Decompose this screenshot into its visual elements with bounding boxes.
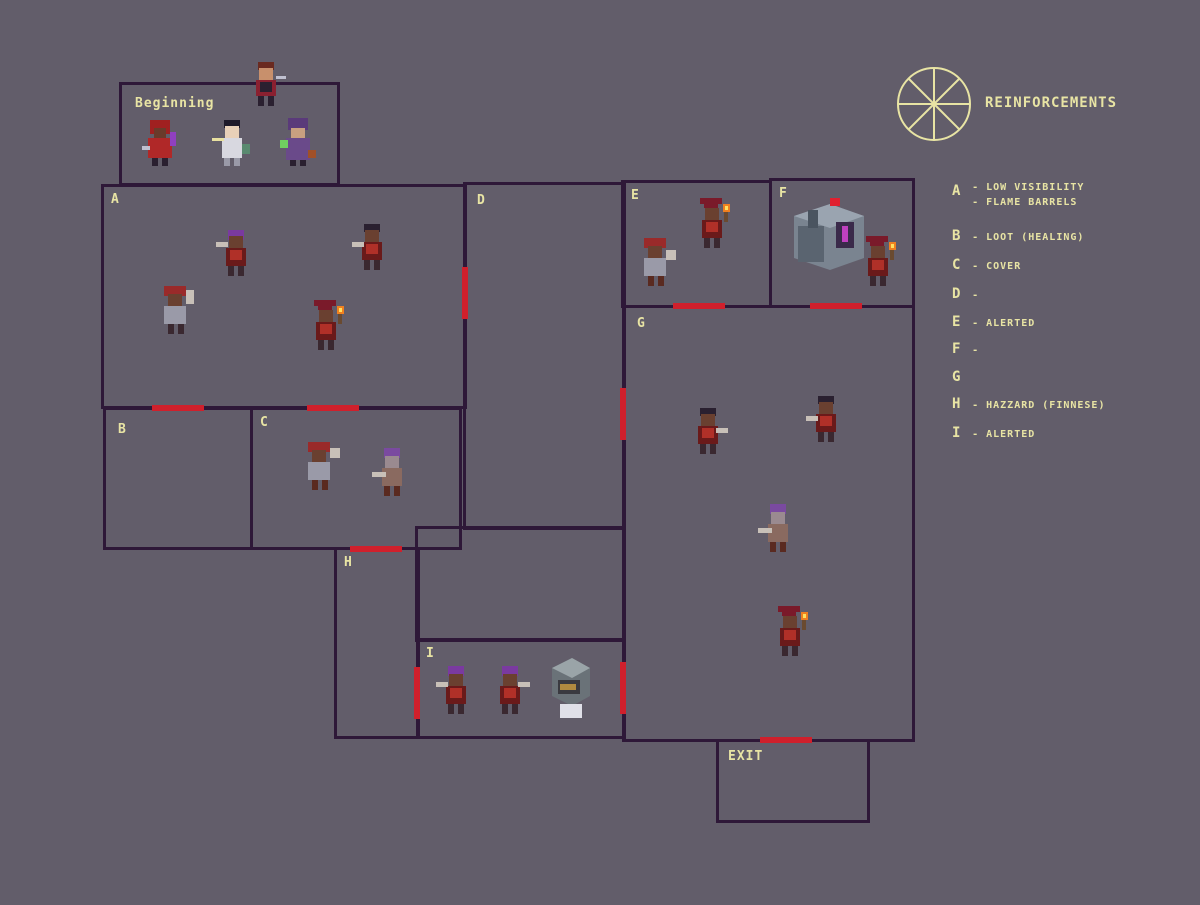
door-f-g[interactable] [810,303,862,309]
thug-club-sprite-icon [300,440,340,492]
hero-sprite-icon [212,116,252,168]
reinforcements-title: REINFORCEMENTS [985,95,1117,111]
legend-letter: B [952,228,960,244]
thug-club-sprite[interactable] [688,404,728,456]
thug-club-sprite[interactable] [806,392,846,444]
room-exit-label: EXIT [728,749,763,764]
legend-text: - ALERTED [972,429,1035,440]
thug-club-sprite[interactable] [436,664,476,716]
thug-club-sprite[interactable] [216,226,256,278]
legend-letter: I [952,425,960,441]
hero-sprite-icon [140,116,180,168]
legend-item-b: B - LOOT (HEALING) [952,225,1084,244]
thug-club-sprite-icon [490,664,530,716]
legend-text: - [972,345,979,356]
legend-item-h: H - HAZZARD (FINNESE) [952,393,1105,412]
room-i-label: I [426,646,435,661]
legend-item-f: F - [952,338,979,357]
door-e-g[interactable] [673,303,725,309]
legend-text: - COVER [972,261,1021,272]
thug-club-sprite[interactable] [352,220,392,272]
thug-club-sprite-icon [758,502,798,554]
reinforcement-clock-icon [896,66,972,142]
machine-prop[interactable] [790,196,868,270]
legend-item-c: C - COVER [952,254,1021,273]
legend-letter: G [952,369,960,385]
legend-letter: H [952,396,960,412]
room-f-label: F [779,186,788,201]
room-beginning-label: Beginning [135,96,214,111]
legend-letter: D [952,286,960,302]
legend-item-g: G [952,366,962,385]
room-d[interactable]: D [463,182,626,530]
reinforcement-clock[interactable] [896,66,972,142]
thug-club-sprite-icon [352,220,392,272]
door-h-i[interactable] [414,667,420,719]
room-exit[interactable]: EXIT [716,739,870,823]
legend-item-e: E - ALERTED [952,311,1035,330]
legend-text: - LOW VISIBILITY [972,180,1084,195]
thug-club-sprite-icon [688,404,728,456]
room-e-label: E [631,188,640,203]
legend-item-a: A - LOW VISIBILITY - FLAME BARRELS [952,180,1084,210]
thug-club-sprite[interactable] [372,446,412,498]
thug-club-sprite[interactable] [636,236,676,288]
legend-text: - HAZZARD (FINNESE) [972,400,1105,411]
door-a-d[interactable] [462,267,468,319]
door-c-h[interactable] [350,546,402,552]
legend-item-d: D - [952,283,979,302]
thug-club-sprite-icon [372,446,412,498]
door-d-g[interactable] [620,388,626,440]
hero-wizard-sprite[interactable] [278,116,318,168]
door-g-exit[interactable] [760,737,812,743]
legend-letter: C [952,257,960,273]
legend-text: - FLAME BARRELS [972,195,1084,210]
room-a-label: A [111,192,120,207]
room-b[interactable]: B [103,407,253,550]
room-b-label: B [118,422,127,437]
thug-torch-sprite-icon [692,198,732,250]
door-a-c[interactable] [307,405,359,411]
door-a-b[interactable] [152,405,204,411]
thug-club-sprite[interactable] [490,664,530,716]
thug-torch-sprite-icon [306,300,346,352]
door-i-g[interactable] [620,662,626,714]
thug-torch-sprite[interactable] [306,300,346,352]
machine-icon [790,196,868,270]
hero-sprite-icon [278,116,318,168]
thug-club-sprite[interactable] [758,502,798,554]
legend-text: - [972,290,979,301]
legend-text: - ALERTED [972,318,1035,329]
room-h[interactable]: H [334,547,420,739]
thug-torch-sprite-icon [858,236,898,288]
hero-rogue-sprite[interactable] [246,56,286,108]
thug-club-sprite[interactable] [300,440,340,492]
computer-terminal-icon [548,656,594,722]
thug-club-sprite-icon [636,236,676,288]
hero-knight-sprite[interactable] [212,116,252,168]
room-corridor[interactable] [415,526,626,642]
room-legend: A - LOW VISIBILITY - FLAME BARRELS B - L… [952,180,1192,450]
thug-torch-sprite[interactable] [858,236,898,288]
thug-club-sprite-icon [436,664,476,716]
thug-torch-sprite[interactable] [770,606,810,658]
thug-club-sprite-icon [806,392,846,444]
legend-text: - LOOT (HEALING) [972,232,1084,243]
legend-letter: E [952,314,960,330]
legend-letter: F [952,341,960,357]
room-h-label: H [344,555,353,570]
thug-club-sprite-icon [216,226,256,278]
thug-club-sprite[interactable] [156,284,196,336]
room-d-label: D [477,193,486,208]
thug-club-sprite-icon [156,284,196,336]
room-g-label: G [637,316,646,331]
hero-sprite-icon [246,56,286,108]
legend-item-i: I - ALERTED [952,422,1035,441]
thug-torch-sprite-icon [770,606,810,658]
room-c-label: C [260,415,269,430]
thug-torch-sprite[interactable] [692,198,732,250]
hero-mage-sprite[interactable] [140,116,180,168]
legend-letter: A [952,183,960,199]
computer-terminal-prop[interactable] [548,656,594,722]
